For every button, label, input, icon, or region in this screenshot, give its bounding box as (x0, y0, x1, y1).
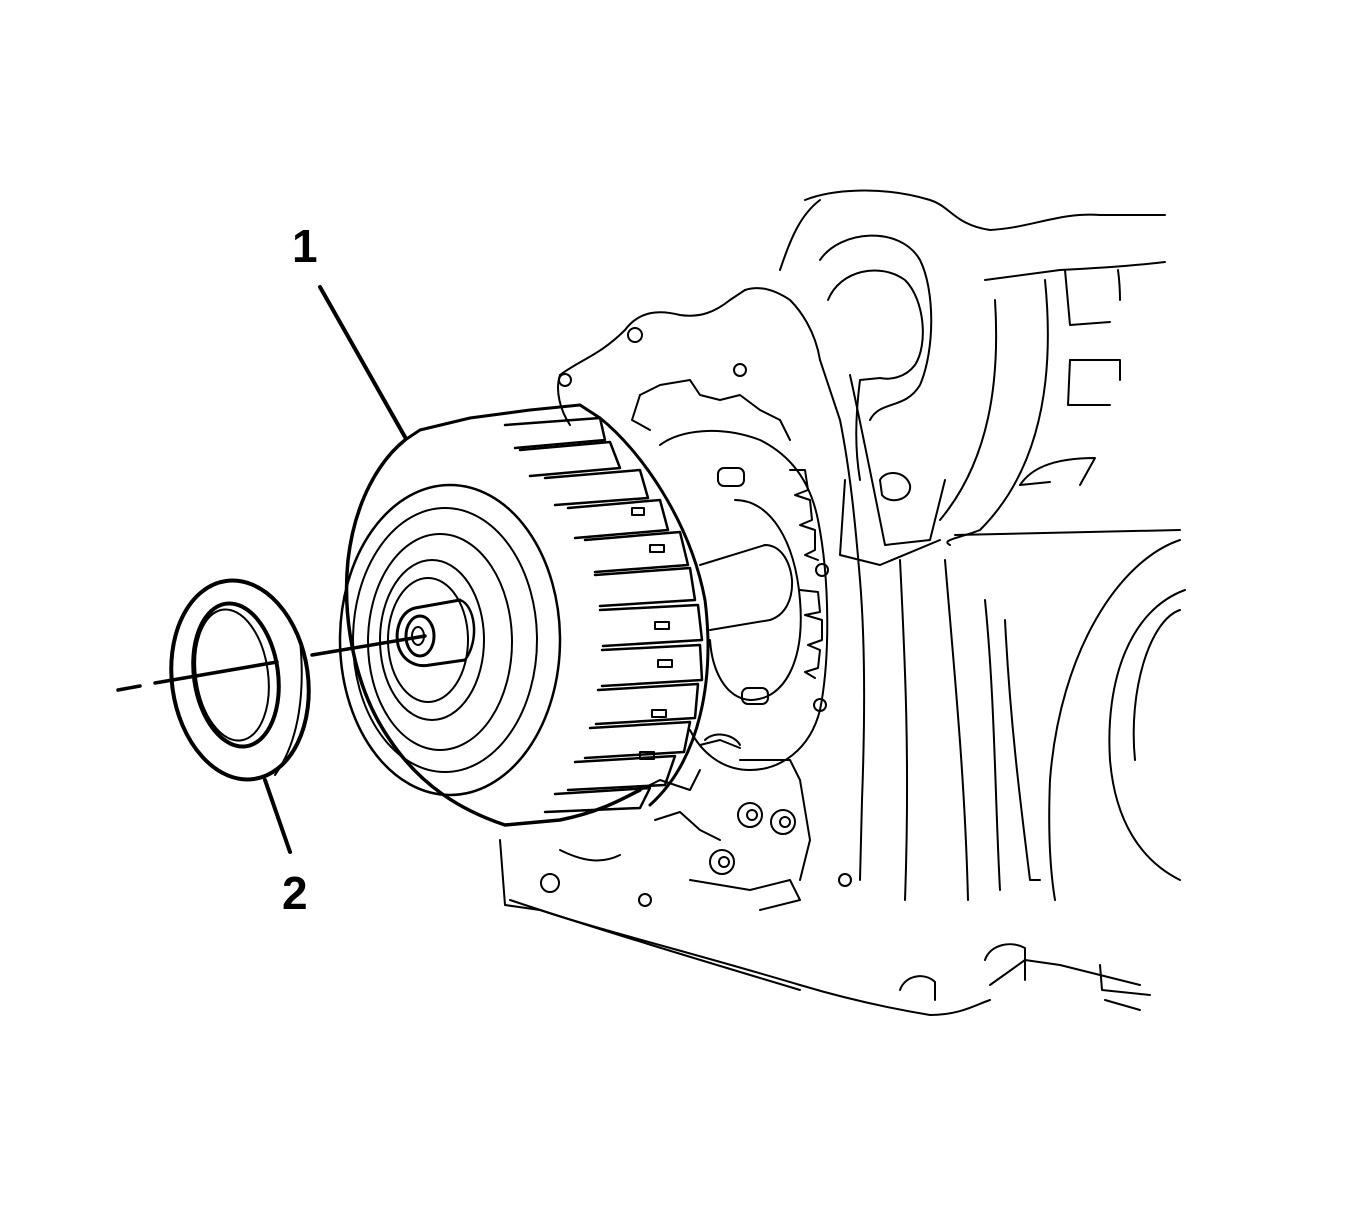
sprocket-gear (631, 379, 829, 771)
leader-line-1 (318, 285, 407, 439)
thrust-washer-ring (169, 578, 311, 782)
clutch-drum-gear-assembly (338, 403, 710, 827)
callout-label-1: 1 (292, 220, 318, 272)
transmission-case (499, 189, 1186, 1016)
assembly-centerline (116, 634, 427, 692)
leader-line-2 (263, 778, 292, 854)
valve-body-detail (559, 733, 811, 911)
callout-label-2: 2 (282, 867, 308, 919)
